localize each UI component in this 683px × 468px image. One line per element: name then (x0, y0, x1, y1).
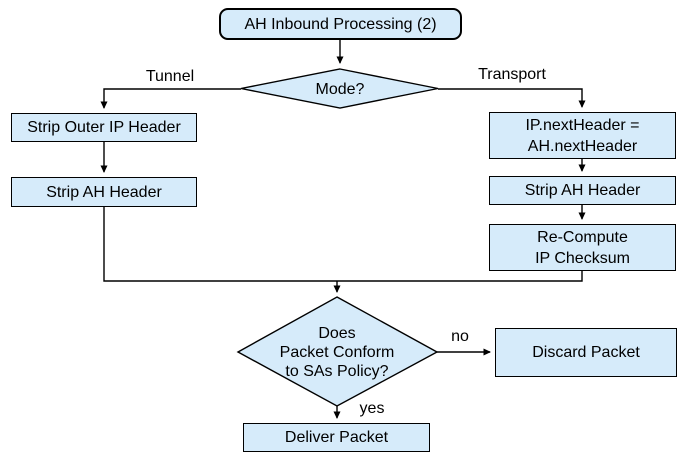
edge-label-transport: Transport (478, 66, 546, 83)
node-deliver-packet: Deliver Packet (243, 423, 430, 452)
node-start: AH Inbound Processing (2) (219, 8, 462, 40)
node-recompute-ip-checksum: Re-Compute IP Checksum (489, 224, 676, 271)
edge-label-no: no (451, 328, 469, 345)
edge-mode-to-ipnextheader-transport (438, 88, 586, 108)
node-discard-packet: Discard Packet (495, 328, 677, 377)
node-ip-nextheader: IP.nextHeader = AH.nextHeader (489, 112, 676, 159)
edge-label-tunnel: Tunnel (145, 68, 195, 85)
node-strip-ah-header-transport: Strip AH Header (489, 176, 676, 205)
node-strip-ah-header-tunnel: Strip AH Header (11, 177, 197, 207)
edge-label-yes: yes (359, 400, 385, 417)
edge-mode-to-strip-outer-tunnel (100, 88, 241, 109)
mode-decision-diamond (240, 68, 439, 109)
edge-merge-junction (103, 206, 583, 282)
policy-decision-diamond (236, 296, 439, 407)
node-strip-outer-ip-header: Strip Outer IP Header (11, 113, 197, 142)
